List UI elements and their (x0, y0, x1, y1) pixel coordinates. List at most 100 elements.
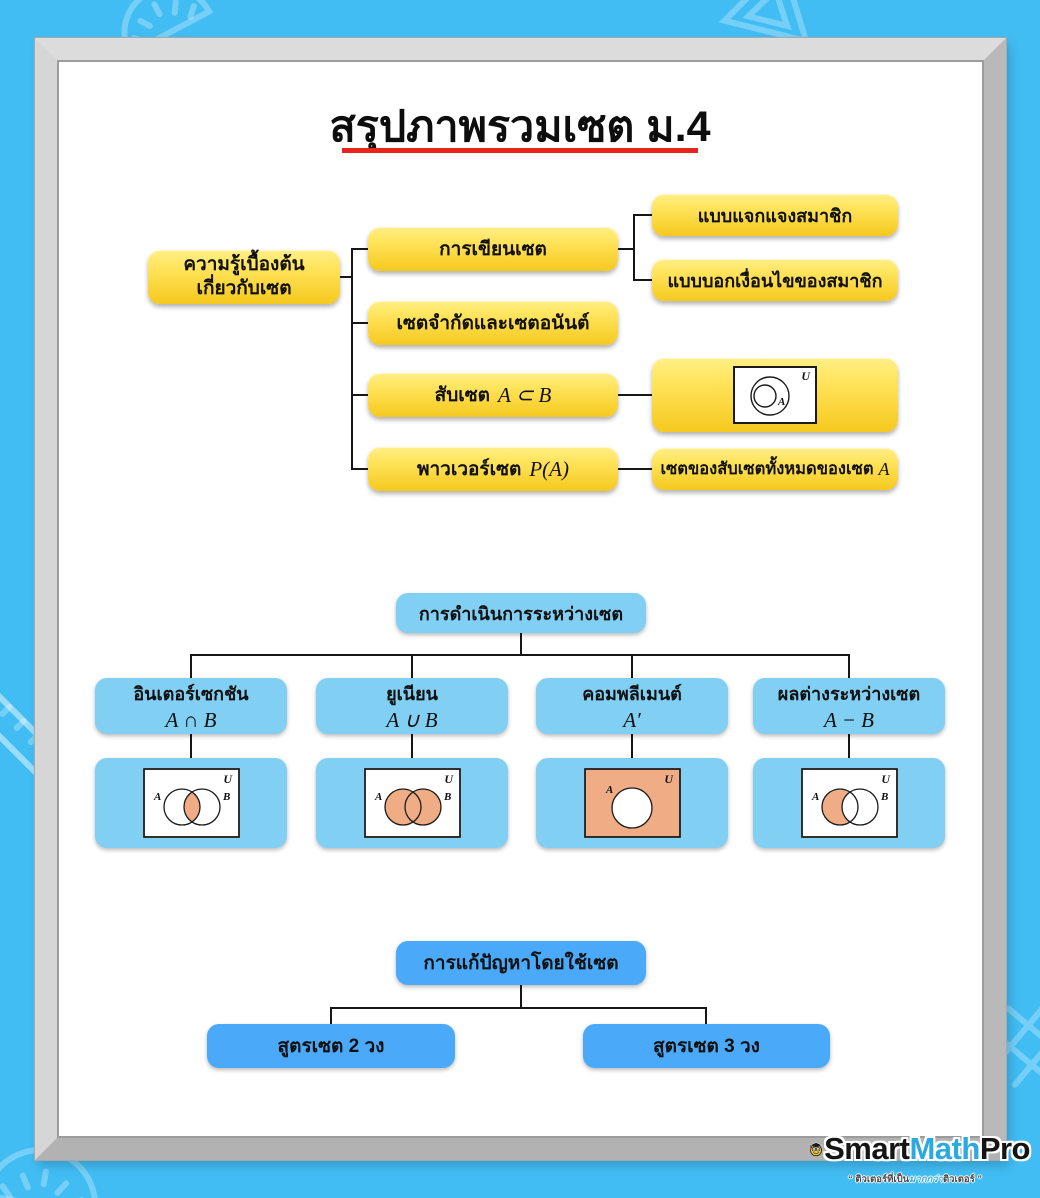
node-set-operations-label: การดำเนินการระหว่างเซต (418, 603, 624, 624)
logo-tagline: “ ติวเตอร์ที่เป็นมากกว่าติวเตอร์ ” (848, 1172, 1030, 1187)
connector (411, 654, 413, 678)
connector (848, 654, 850, 678)
node-complement-label: คอมพลีเมนต์ (582, 684, 682, 704)
node-finite-infinite-label: เซตจำกัดและเซตอนันต์ (396, 313, 590, 334)
node-power-set-math: P(A) (529, 456, 570, 481)
node-set-writing: การเขียนเซต (368, 227, 618, 271)
venn-U-label: U (223, 772, 233, 786)
mascot-icon (809, 1142, 823, 1157)
connector (330, 1007, 707, 1009)
node-set-builder-form-label: แบบบอกเงื่อนไขของสมาชิก (667, 270, 883, 291)
connector (351, 248, 368, 250)
logo-smart-text: Smart (824, 1131, 910, 1166)
connector (633, 214, 635, 281)
connector (330, 1007, 332, 1024)
venn-U-label: U (664, 772, 674, 786)
connector (618, 468, 652, 470)
connector (190, 734, 192, 758)
venn-complement-diagram: U A (583, 768, 681, 838)
connector (411, 734, 413, 758)
node-intersection-math: A ∩ B (165, 708, 217, 732)
node-problem-solving-label: การแก้ปัญหาโดยใช้เซต (423, 953, 619, 974)
title-underline (342, 148, 698, 153)
node-power-set-desc-label: เซตของสับเซตทั้งหมดของเซต (660, 460, 874, 478)
logo-math-text: Math (909, 1131, 980, 1166)
connector (631, 654, 633, 678)
venn-A-label: A (605, 784, 613, 796)
complement-venn-card: U A (536, 758, 728, 848)
node-union: ยูเนียน A ∪ B (316, 678, 508, 734)
venn-A-label: A (153, 791, 161, 803)
node-set-basics: ความรู้เบื้องต้น เกี่ยวกับเซต (148, 250, 340, 304)
node-three-circle-formula: สูตรเซต 3 วง (583, 1024, 830, 1068)
logo-wordmark: SmartMathPro (824, 1131, 1030, 1167)
node-difference: ผลต่างระหว่างเซต A − B (753, 678, 945, 734)
connector (351, 248, 353, 470)
connector (520, 633, 522, 655)
node-subset-math: A ⊂ B (498, 382, 552, 407)
connector (520, 985, 522, 1008)
node-power-set: พาวเวอร์เซต P(A) (368, 447, 618, 491)
node-roster-form-label: แบบแจกแจงสมาชิก (697, 205, 853, 226)
node-subset-label: สับเซต (434, 385, 490, 406)
connector (190, 654, 192, 678)
node-roster-form: แบบแจกแจงสมาชิก (652, 194, 898, 236)
node-set-builder-form: แบบบอกเงื่อนไขของสมาชิก (652, 259, 898, 301)
connector (848, 734, 850, 758)
logo-pro-text: Pro (979, 1131, 1031, 1166)
connector (340, 276, 352, 278)
subset-venn-A-label: A (777, 396, 785, 408)
triangle-ruler-doodle-icon (718, 0, 811, 46)
subset-venn-U-label: U (801, 369, 811, 383)
intersection-venn-card: U A B (95, 758, 287, 848)
connector (618, 248, 634, 250)
node-finite-infinite-sets: เซตจำกัดและเซตอนันต์ (368, 301, 618, 345)
connector (351, 322, 368, 324)
node-difference-math: A − B (824, 708, 874, 732)
venn-intersection-diagram: U A B (142, 768, 240, 838)
venn-difference-diagram: U A B (800, 768, 898, 838)
node-power-set-desc-math: A (878, 458, 890, 479)
node-two-circle-formula: สูตรเซต 2 วง (207, 1024, 455, 1068)
connector (631, 734, 633, 758)
venn-B-label: B (222, 791, 230, 803)
node-intersection-label: อินเตอร์เซกชัน (133, 684, 249, 704)
venn-union-diagram: U A B (363, 768, 461, 838)
venn-U-label: U (444, 772, 454, 786)
connector (633, 214, 652, 216)
venn-A-label: A (811, 791, 819, 803)
logo-tagline-pre: “ ติวเตอร์ที่เป็น (848, 1174, 910, 1185)
logo-tagline-highlight: มากกว่า (909, 1174, 943, 1185)
node-complement-math: A′ (623, 708, 641, 732)
node-complement: คอมพลีเมนต์ A′ (536, 678, 728, 734)
node-intersection: อินเตอร์เซกชัน A ∩ B (95, 678, 287, 734)
connector (705, 1007, 707, 1024)
connector (618, 394, 652, 396)
venn-U-label: U (881, 772, 891, 786)
node-three-circle-formula-label: สูตรเซต 3 วง (653, 1036, 760, 1057)
node-set-operations: การดำเนินการระหว่างเซต (396, 593, 646, 633)
node-set-writing-label: การเขียนเซต (439, 239, 547, 260)
node-problem-solving: การแก้ปัญหาโดยใช้เซต (396, 941, 646, 985)
difference-venn-card: U A B (753, 758, 945, 848)
venn-A-label: A (374, 791, 382, 803)
venn-B-label: B (443, 791, 451, 803)
venn-B-label: B (880, 791, 888, 803)
page-title: สรุปภาพรวมเซต ม.4 (329, 103, 711, 151)
node-power-set-description: เซตของสับเซตทั้งหมดของเซต A (652, 448, 898, 490)
node-two-circle-formula-label: สูตรเซต 2 วง (277, 1036, 385, 1057)
node-union-math: A ∪ B (386, 708, 438, 732)
subset-venn-card: U A (652, 358, 898, 432)
connector (351, 468, 368, 470)
node-power-set-label: พาวเวอร์เซต (416, 459, 522, 480)
node-difference-label: ผลต่างระหว่างเซต (777, 684, 921, 704)
connector (190, 654, 850, 656)
subset-venn-diagram: U A (733, 366, 817, 424)
node-union-label: ยูเนียน (386, 684, 438, 704)
smartmathpro-logo: SmartMathPro “ ติวเตอร์ที่เป็นมากกว่าติว… (808, 1124, 1031, 1187)
union-venn-card: U A B (316, 758, 508, 848)
connector (351, 394, 368, 396)
connector (633, 279, 652, 281)
logo-tagline-post: ติวเตอร์ ” (942, 1174, 983, 1185)
